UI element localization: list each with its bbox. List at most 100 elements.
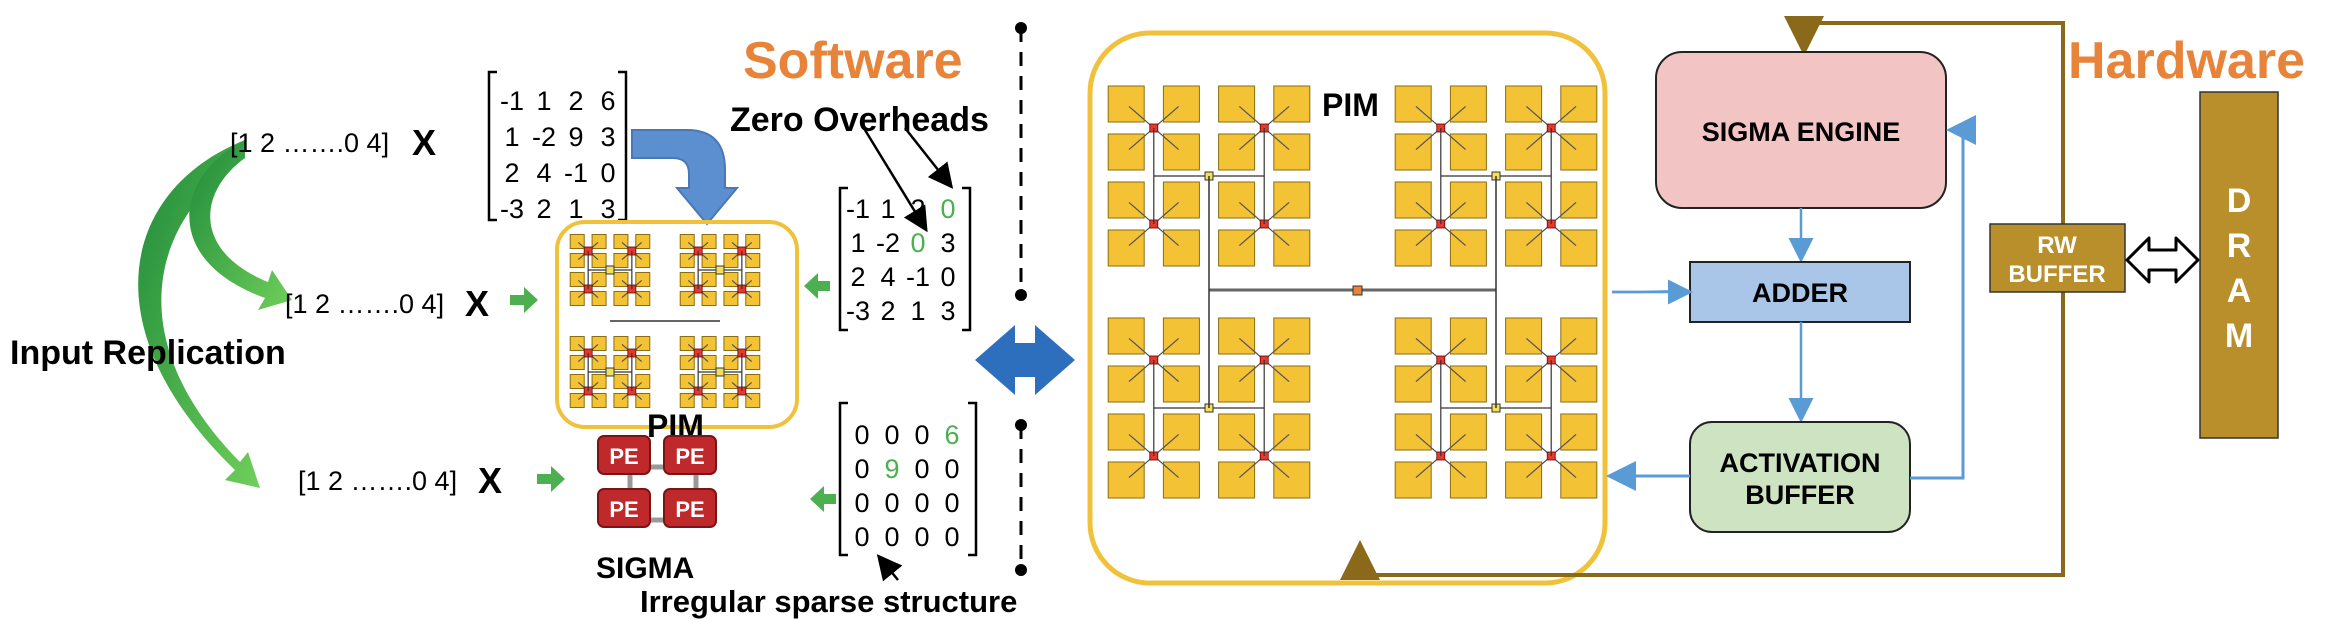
pim-tile (1107, 85, 1145, 123)
input-replication-label: Input Replication (10, 334, 286, 372)
matrix-cell: 4 (880, 262, 895, 292)
matrix-cell: 0 (944, 488, 959, 518)
pim-tile (1273, 229, 1311, 267)
replication-arrows (138, 140, 292, 488)
pim-tile (1218, 413, 1256, 451)
green-arrow-right (537, 466, 565, 492)
pim-tile (1560, 317, 1598, 355)
zero-overheads-label: Zero Overheads (730, 101, 989, 139)
pim-tile (1449, 317, 1487, 355)
pim-tile (1218, 317, 1256, 355)
pim-tile (1394, 85, 1432, 123)
double-arrow (975, 325, 1075, 395)
matrix-cell: -1 (500, 86, 524, 116)
multiply-sign: X (478, 460, 502, 501)
matrix-cell: -1 (846, 194, 870, 224)
matrix-cell: 1 (880, 194, 895, 224)
multiply-sign: X (412, 122, 436, 163)
pim-tile (1394, 133, 1432, 171)
matrix-cell: 3 (600, 122, 615, 152)
dram-letter: A (2227, 272, 2252, 310)
matrix-cell: -3 (500, 194, 524, 224)
software-title: Software (743, 32, 963, 90)
pim-tile (1560, 181, 1598, 219)
pim-tile (1560, 413, 1598, 451)
vector-text: [1 2 …….0 4] (298, 466, 457, 496)
sigma-engine-box: SIGMA ENGINE (1655, 51, 1947, 209)
pe-block (597, 488, 651, 528)
pim-tile (1505, 413, 1543, 451)
matrix-cell: 0 (884, 522, 899, 552)
big-pim (1087, 30, 1608, 586)
matrix-cell: -1 (564, 158, 588, 188)
pim-tile (1162, 461, 1200, 499)
pim-tile (1162, 133, 1200, 171)
pim-tile (1107, 461, 1145, 499)
pim-tile (1273, 133, 1311, 171)
matrix-cell: 0 (854, 488, 869, 518)
activation-buffer-box: ACTIVATION BUFFER (1689, 421, 1911, 533)
pim-tile (1560, 85, 1598, 123)
pim-tile (1505, 365, 1543, 403)
pim-tile (1560, 229, 1598, 267)
matrix-cell: 1 (536, 86, 551, 116)
matrix-cell: 0 (600, 158, 615, 188)
feedback-line (1340, 21, 2065, 580)
rw-label: RW (2037, 232, 2077, 259)
matrix-cell: 0 (940, 194, 955, 224)
matrix-cell: 0 (854, 522, 869, 552)
matrix-cell: 3 (600, 194, 615, 224)
matrix-cell: 1 (504, 122, 519, 152)
activation-label: ACTIVATION (1720, 448, 1881, 478)
pim-tile (1107, 181, 1145, 219)
matrix-cell: 9 (568, 122, 583, 152)
pim-hub (1352, 285, 1363, 296)
pim-tile (1273, 85, 1311, 123)
small-pim (555, 220, 799, 429)
pim-tile (1218, 229, 1256, 267)
matrix-cell: 0 (854, 454, 869, 484)
matrix-cell: -3 (846, 296, 870, 326)
pim-tile (1505, 229, 1543, 267)
pim-tile (1505, 461, 1543, 499)
pim-tile (1560, 365, 1598, 403)
pim-tile (1505, 85, 1543, 123)
big-pim-label: PIM (1322, 87, 1379, 123)
pim-tile (1449, 85, 1487, 123)
hardware-title: Hardware (2068, 32, 2305, 90)
matrix-cell: -2 (532, 122, 556, 152)
pim-tile (1162, 317, 1200, 355)
pim-tile (1218, 181, 1256, 219)
dram-letter: D (2227, 182, 2252, 220)
small-pim-border (555, 220, 799, 429)
matrix-cell: 6 (944, 420, 959, 450)
sigma-label: SIGMA (596, 552, 694, 585)
pim-tile (1560, 133, 1598, 171)
vector-bottom: [1 2 …….0 4] X (298, 460, 565, 501)
rw-buffer-label: BUFFER (2008, 261, 2105, 288)
pim-tile (1107, 229, 1145, 267)
green-arrow-left (804, 273, 830, 299)
pe-block (597, 435, 651, 475)
pim-tile (1273, 461, 1311, 499)
matrix-cell: 2 (536, 194, 551, 224)
vector-top: [1 2 …….0 4] X (230, 122, 436, 163)
pim-tile (1162, 181, 1200, 219)
matrix-cell: 6 (600, 86, 615, 116)
matrix-cell: 0 (914, 420, 929, 450)
pe-label: PE (675, 497, 704, 522)
irregular-sparse-label: Irregular sparse structure (640, 584, 1017, 619)
pim-tile (1107, 365, 1145, 403)
big-pim-border (1087, 30, 1608, 586)
divider (1015, 22, 1027, 576)
pim-tile (1394, 317, 1432, 355)
sigma-engine-label: SIGMA ENGINE (1702, 117, 1901, 147)
pim-hub (715, 265, 725, 275)
pointer-arrow (876, 554, 903, 582)
pim-tile (1162, 365, 1200, 403)
pim-tile (1560, 461, 1598, 499)
rw-buffer-box: RW BUFFER (1989, 223, 2126, 293)
